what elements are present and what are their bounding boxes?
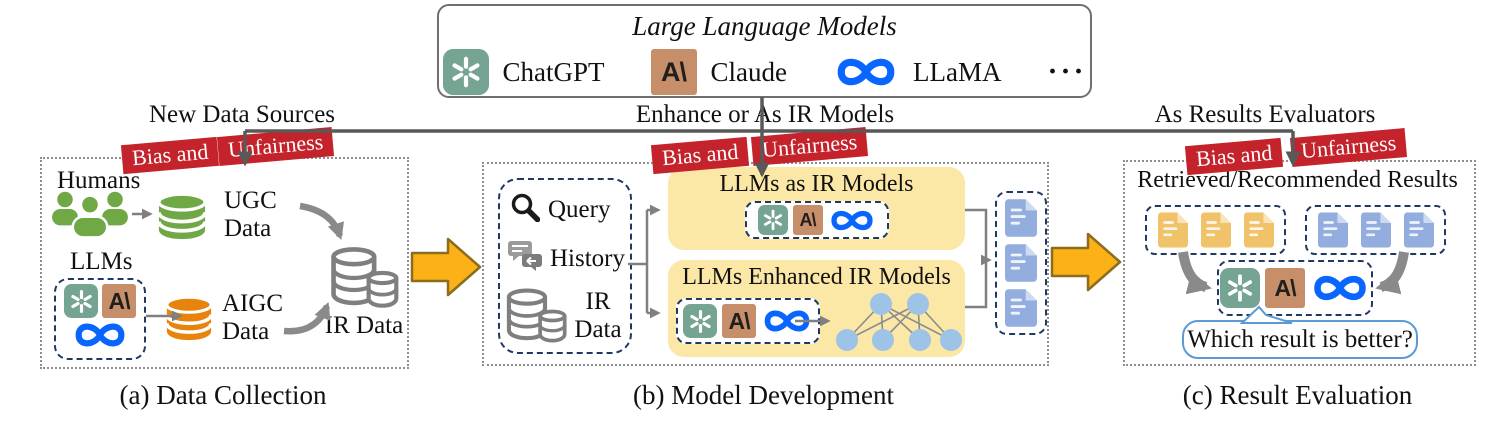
flow-arrow-a-to-b: [410, 237, 482, 297]
llama-group: LLaMA: [833, 53, 1001, 91]
claude-icon: A\: [792, 205, 823, 235]
document-icon: [1318, 212, 1348, 248]
llm-chips-box-b2: A\: [676, 298, 820, 344]
meta-icon: [761, 306, 813, 336]
blue-docs-box: [1305, 205, 1446, 255]
llms-as-ir-models-title: LLMs as IR Models: [719, 171, 914, 197]
document-icon: [1201, 212, 1231, 248]
llms-enhanced-ir-models-title: LLMs Enhanced IR Models: [682, 264, 951, 290]
section-c-caption: (c) Result Evaluation: [1182, 380, 1413, 410]
section-a-caption: (a) Data Collection: [119, 380, 327, 410]
humans-group-icon: [50, 190, 130, 245]
search-icon: [510, 192, 540, 227]
retrieved-results-heading: Retrieved/Recommended Results: [1137, 167, 1458, 193]
llm-chips-box-b1: A\: [744, 201, 889, 239]
claude-icon: A\: [102, 284, 136, 318]
chatgpt-icon: [1220, 268, 1260, 308]
claude-group: A\ Claude: [650, 49, 787, 95]
document-icon: [1158, 212, 1188, 248]
ir-data-label: IR Data: [574, 288, 622, 343]
chatgpt-icon: [442, 49, 489, 95]
flow-arrow-b-to-c: [1050, 232, 1122, 292]
chatgpt-icon: [683, 304, 717, 338]
llm-panel-title: Large Language Models: [632, 11, 897, 41]
ellipsis-icon: ···: [1047, 55, 1087, 88]
chat-history-icon: [508, 241, 542, 276]
aigc-database-icon: [162, 295, 216, 346]
document-icon: [1005, 199, 1037, 237]
claude-label: Claude: [710, 56, 787, 87]
history-label: History: [550, 244, 625, 272]
llm-chips-box-a: A\: [54, 278, 146, 360]
document-icon: [1244, 212, 1274, 248]
aigc-data-label: AIGC Data: [222, 290, 284, 345]
llm-model-row: ChatGPT A\ Claude LLaMA ···: [439, 48, 1090, 96]
ir-data-label: IR Data: [324, 312, 404, 339]
section-b-caption: (b) Model Development: [633, 380, 894, 410]
orange-docs-box: [1145, 205, 1286, 255]
ir-database-icon: [504, 284, 568, 353]
query-label: Query: [548, 195, 611, 223]
ugc-data-label: UGC Data: [224, 187, 277, 242]
meta-icon: [56, 319, 144, 351]
claude-icon: A\: [650, 49, 697, 95]
document-icon: [1361, 212, 1391, 248]
evaluator-llm-chips-box: A\: [1217, 260, 1373, 316]
flow-label-new-data-sources: New Data Sources: [148, 101, 336, 128]
llms-label: LLMs: [70, 248, 133, 275]
flow-label-enhance-or-as-ir-models: Enhance or As IR Models: [635, 101, 895, 128]
document-icon: [1404, 212, 1434, 248]
query-history-box: Query History IR Data: [498, 178, 632, 354]
ugc-database-icon: [154, 192, 210, 245]
meta-icon: [1310, 271, 1370, 305]
document-icon: [1005, 244, 1037, 282]
meta-icon: [828, 207, 876, 234]
flow-label-as-results-evaluators: As Results Evaluators: [1154, 101, 1376, 128]
chatgpt-label: ChatGPT: [502, 56, 605, 87]
neural-network-icon: [836, 293, 962, 351]
document-icon: [1005, 289, 1037, 327]
question-bubble: Which result is better?: [1182, 320, 1418, 359]
llms-as-ir-models-box: LLMs as IR Models A\: [668, 167, 965, 250]
claude-icon: A\: [722, 304, 756, 338]
llm-panel: Large Language Models ChatGPT A\ Claude …: [437, 4, 1092, 98]
chatgpt-icon: [757, 205, 788, 235]
chatgpt-group: ChatGPT: [442, 49, 605, 95]
ir-database-icon: [328, 240, 400, 321]
llms-enhanced-ir-models-box: LLMs Enhanced IR Models A\: [668, 260, 965, 357]
bias-banner-middle-part2: Unfairness: [750, 127, 869, 166]
llama-label: LLaMA: [913, 56, 1002, 87]
meta-icon: [833, 53, 899, 91]
output-docs-box: [995, 191, 1047, 335]
claude-icon: A\: [1265, 268, 1305, 308]
chatgpt-icon: [64, 284, 98, 318]
